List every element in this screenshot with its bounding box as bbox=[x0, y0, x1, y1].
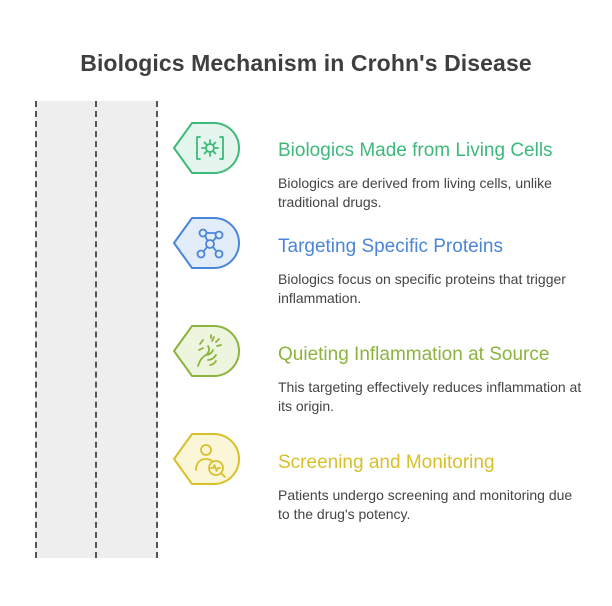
step-1-description: Biologics are derived from living cells,… bbox=[278, 175, 552, 210]
cell-culture-icon bbox=[170, 119, 240, 177]
step-2-heading: Targeting Specific Proteins bbox=[278, 236, 503, 257]
patient-monitoring-icon bbox=[170, 430, 240, 488]
step-3-heading: Quieting Inflammation at Source bbox=[278, 344, 550, 365]
diagram-title: Biologics Mechanism in Crohn's Disease bbox=[80, 50, 532, 76]
step-3-description: This targeting effectively reduces infla… bbox=[278, 379, 582, 414]
step-4-description: Patients undergo screening and monitorin… bbox=[278, 487, 573, 522]
step-2-description: Biologics focus on specific proteins tha… bbox=[278, 271, 566, 306]
step-1-heading: Biologics Made from Living Cells bbox=[278, 140, 553, 161]
molecule-network-icon bbox=[170, 214, 240, 272]
step-4-heading: Screening and Monitoring bbox=[278, 452, 495, 473]
timeline-lane-left bbox=[35, 101, 96, 558]
soothing-hand-icon bbox=[170, 322, 240, 380]
timeline-lane-right bbox=[95, 101, 158, 558]
